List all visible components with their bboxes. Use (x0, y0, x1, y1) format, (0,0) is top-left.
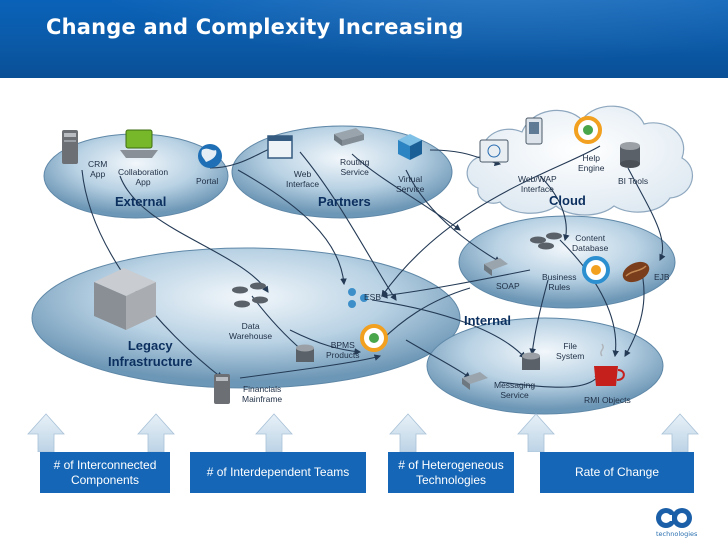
group-label-internal: Internal (464, 313, 511, 328)
file-system-database-icon (522, 352, 540, 370)
node-label-routing-service: Routing Service (340, 157, 370, 177)
web-wap-phone-icon (525, 117, 543, 145)
node-label-web-interface: Web Interface (286, 169, 320, 189)
crm-server-icon (62, 130, 78, 164)
node-label-messaging-service: Messaging Service (494, 380, 536, 400)
node-label-help-engine: Help Engine (578, 153, 605, 173)
architecture-diagram (27, 105, 699, 452)
group-label-cloud: Cloud (549, 193, 586, 208)
node-label-portal: Portal (196, 176, 219, 186)
node-label-bi-tools: BI Tools (618, 176, 649, 186)
bpms-gear-icon (360, 324, 388, 352)
bpms-database-icon (296, 344, 314, 362)
node-label-esb: ESB (364, 292, 382, 302)
title-banner: Change and Complexity Increasing (0, 0, 728, 78)
rmi-coffee-cup-icon (594, 343, 625, 386)
esb-bus-icon (348, 288, 368, 308)
node-label-file-system: File System (556, 341, 585, 361)
group-label-partners: Partners (318, 194, 371, 209)
banner-highlight (0, 0, 728, 78)
node-label-business-rules: Business Rules (542, 272, 577, 292)
legacy-building-icon (94, 268, 156, 330)
node-label-collaboration-app: Collaboration App (118, 167, 169, 187)
node-label-crm-app: CRM App (88, 159, 108, 179)
messaging-disc (426, 317, 664, 415)
bi-tools-database-icon (620, 142, 640, 168)
portal-globe-icon (198, 144, 222, 168)
virtual-service-cube-icon (398, 134, 422, 160)
web-wap-monitor-icon (479, 139, 509, 163)
node-label-data-warehouse: Data Warehouse (229, 321, 273, 341)
business-rules-gear-icon (582, 256, 610, 284)
internal-disc (458, 215, 676, 309)
data-warehouse-database-icon (232, 282, 268, 308)
legacy-disc (31, 247, 461, 389)
mainframe-server-icon (214, 374, 230, 404)
group-label-external: External (115, 194, 167, 209)
factor-arrows (27, 413, 699, 452)
node-label-web-wap-interface: Web/WAP Interface (518, 174, 557, 194)
factor-rate-of-change: Rate of Change (540, 452, 694, 493)
factor-interconnected-components: # of Interconnected Components (40, 452, 170, 493)
node-label-financials-mainframe: Financials Mainframe (242, 384, 283, 404)
node-label-bpms-products: BPMS Products (326, 340, 360, 360)
factor-interdependent-teams: # of Interdependent Teams (190, 452, 366, 493)
node-label-virtual-service: Virtual Service (396, 174, 425, 194)
help-engine-gear-icon (574, 116, 602, 144)
messaging-device-icon (462, 372, 488, 390)
collaboration-laptop-icon (120, 129, 158, 158)
routing-service-router-icon (334, 128, 364, 146)
web-interface-window-icon (267, 135, 293, 159)
node-label-soap: SOAP (496, 281, 520, 291)
content-database-icon (530, 232, 562, 250)
group-label-legacy: Legacy Infrastructure (108, 338, 193, 369)
page-title: Change and Complexity Increasing (46, 15, 464, 39)
ca-technologies-logo (656, 508, 692, 528)
logo-wordmark: technologies (656, 530, 698, 538)
factor-heterogeneous-technologies: # of Heterogeneous Technologies (388, 452, 514, 493)
node-label-content-database: Content Database (572, 233, 609, 253)
ejb-bean-icon (622, 261, 650, 283)
cloud-shape (466, 105, 693, 216)
node-label-ejb: EJB (654, 272, 670, 282)
soap-device-icon (484, 258, 508, 276)
node-label-rmi-objects: RMI Objects (584, 395, 631, 405)
